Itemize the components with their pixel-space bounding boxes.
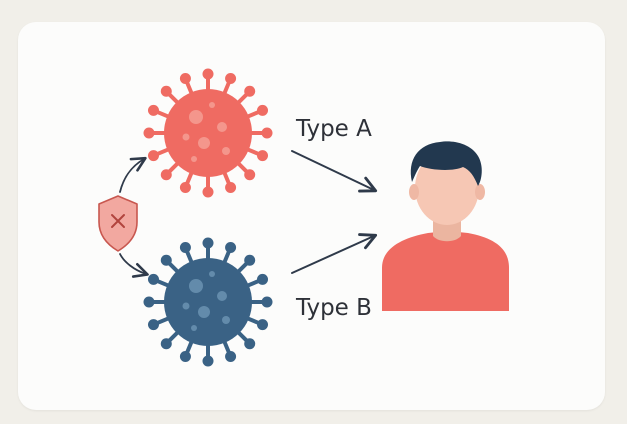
shield-to-virus-a-arrow [119,156,147,193]
virus-b-icon [143,237,273,367]
person-icon [382,141,509,311]
virus-a-to-person-arrow [291,150,378,193]
shield-to-virus-b-arrow [119,253,149,278]
virus-b-to-person-arrow [291,233,378,274]
shield-x-icon [98,195,138,252]
label-type-b: Type B [295,295,372,321]
virus-a-icon [143,68,273,198]
label-type-a: Type A [295,116,372,142]
